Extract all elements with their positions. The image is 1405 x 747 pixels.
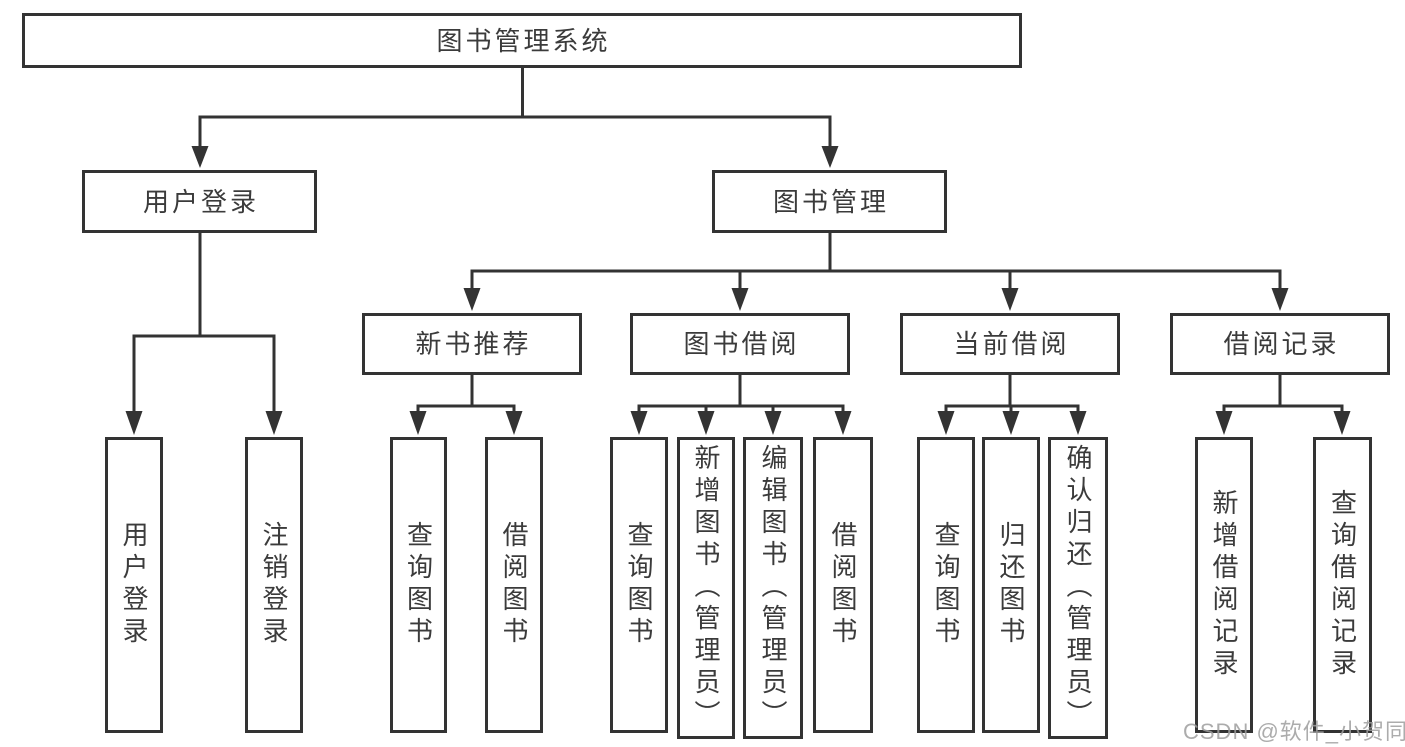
arrowhead bbox=[191, 146, 209, 168]
node-leaf-query-borrow-record: 查询借阅记录 bbox=[1313, 437, 1372, 733]
node-leaf-logout: 注销登录 bbox=[245, 437, 303, 733]
arrowhead bbox=[834, 411, 852, 435]
node-book-borrow: 图书借阅 bbox=[630, 313, 850, 375]
node-leaf-borrow-books-rec-label: 借阅图书 bbox=[499, 521, 529, 649]
arrowhead bbox=[505, 411, 523, 435]
node-user-login-label: 用户登录 bbox=[142, 186, 259, 217]
node-leaf-add-book-admin: 新增图书（管理员） bbox=[677, 437, 735, 739]
connector-root-to-level2 bbox=[198, 68, 832, 147]
node-leaf-query-books-current-label: 查询图书 bbox=[931, 521, 961, 649]
node-leaf-query-books-borrow-label: 查询图书 bbox=[624, 521, 654, 649]
node-new-book-rec-label: 新书推荐 bbox=[415, 329, 532, 359]
node-book-mgmt: 图书管理 bbox=[712, 170, 947, 233]
node-book-mgmt-label: 图书管理 bbox=[772, 186, 889, 217]
node-new-book-rec: 新书推荐 bbox=[362, 313, 582, 375]
node-borrow-records: 借阅记录 bbox=[1170, 313, 1390, 375]
arrowhead bbox=[697, 411, 715, 435]
node-leaf-query-borrow-record-label: 查询借阅记录 bbox=[1327, 489, 1358, 681]
node-current-borrow-label: 当前借阅 bbox=[953, 329, 1070, 359]
node-leaf-confirm-return-admin-label: 确认归还（管理员） bbox=[1063, 444, 1093, 732]
csdn-watermark: CSDN @软件_小贺同学 bbox=[1183, 719, 1405, 744]
node-leaf-borrow-books: 借阅图书 bbox=[813, 437, 873, 733]
node-leaf-query-books-current: 查询图书 bbox=[917, 437, 975, 733]
arrowhead bbox=[463, 288, 481, 311]
arrowhead bbox=[1271, 288, 1289, 311]
node-leaf-add-book-admin-label: 新增图书（管理员） bbox=[691, 444, 721, 732]
arrowhead bbox=[1215, 411, 1233, 435]
node-leaf-add-borrow-record: 新增借阅记录 bbox=[1195, 437, 1253, 733]
node-leaf-borrow-books-label: 借阅图书 bbox=[828, 521, 858, 649]
node-book-borrow-label: 图书借阅 bbox=[683, 329, 800, 359]
node-leaf-user-login: 用户登录 bbox=[105, 437, 163, 733]
arrowhead bbox=[1069, 411, 1087, 435]
connector-current-borrow-to-children bbox=[944, 375, 1080, 412]
arrowhead bbox=[821, 146, 839, 168]
arrowhead bbox=[731, 288, 749, 311]
node-leaf-edit-book-admin-label: 编辑图书（管理员） bbox=[758, 444, 788, 732]
node-leaf-return-book-label: 归还图书 bbox=[996, 521, 1026, 649]
connector-borrow-records-to-children bbox=[1222, 375, 1344, 412]
arrowhead bbox=[125, 411, 143, 435]
connector-user-login-to-children bbox=[132, 233, 276, 412]
arrowhead bbox=[764, 411, 782, 435]
connector-book-mgmt-to-level3 bbox=[470, 233, 1282, 289]
node-leaf-confirm-return-admin: 确认归还（管理员） bbox=[1048, 437, 1108, 739]
node-leaf-query-books-borrow: 查询图书 bbox=[610, 437, 668, 733]
node-leaf-logout-label: 注销登录 bbox=[259, 521, 289, 649]
node-leaf-query-books-rec-label: 查询图书 bbox=[403, 521, 434, 649]
node-leaf-return-book: 归还图书 bbox=[982, 437, 1040, 733]
node-current-borrow: 当前借阅 bbox=[900, 313, 1120, 375]
arrowhead bbox=[1002, 411, 1020, 435]
connector-book-borrow-to-children bbox=[637, 375, 845, 412]
node-library-system: 图书管理系统 bbox=[22, 13, 1022, 68]
arrowhead bbox=[1333, 411, 1351, 435]
node-user-login: 用户登录 bbox=[82, 170, 317, 233]
connector-new-book-rec-to-children bbox=[416, 375, 516, 412]
arrowhead bbox=[630, 411, 648, 435]
node-leaf-edit-book-admin: 编辑图书（管理员） bbox=[743, 437, 803, 739]
node-borrow-records-label: 借阅记录 bbox=[1223, 329, 1340, 359]
arrowhead bbox=[1001, 288, 1019, 311]
node-leaf-query-books-rec: 查询图书 bbox=[390, 437, 447, 733]
node-leaf-user-login-label: 用户登录 bbox=[119, 521, 149, 649]
arrowhead bbox=[265, 411, 283, 435]
arrowhead bbox=[937, 411, 955, 435]
node-library-system-label: 图书管理系统 bbox=[436, 25, 611, 56]
node-leaf-borrow-books-rec: 借阅图书 bbox=[485, 437, 543, 733]
node-leaf-add-borrow-record-label: 新增借阅记录 bbox=[1209, 489, 1239, 681]
arrowhead bbox=[409, 411, 427, 435]
